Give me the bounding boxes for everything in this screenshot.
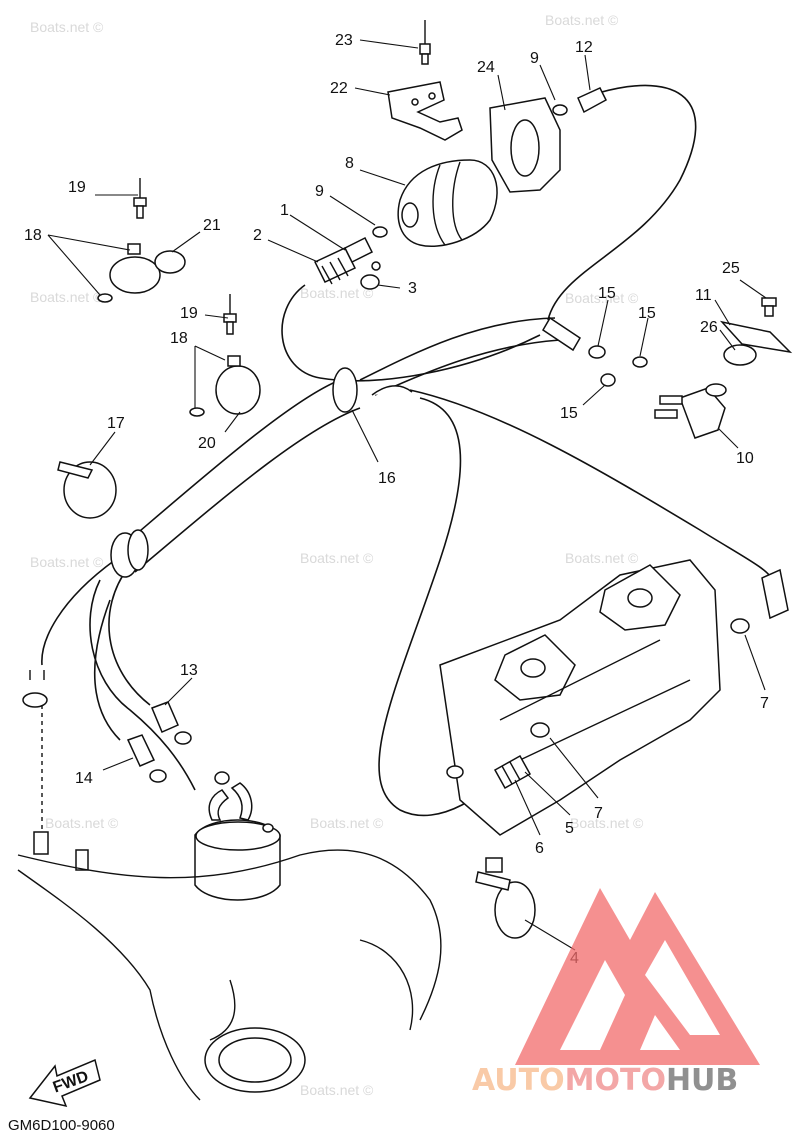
- fuel-cock-10: [654, 383, 727, 439]
- callout-3: 3: [408, 280, 417, 297]
- watermark: Boats.net ©: [300, 1082, 374, 1098]
- hose-clip-left: [22, 670, 48, 708]
- watermark: Boats.net ©: [570, 815, 644, 831]
- watermark: Boats.net ©: [300, 285, 374, 301]
- callout-18: 18: [170, 330, 188, 347]
- plate-11: [719, 320, 793, 354]
- logo-text-hub: HUB: [666, 1063, 738, 1098]
- hose-13: [151, 701, 179, 733]
- clip-3: [360, 261, 381, 290]
- callout-7: 7: [760, 695, 769, 712]
- callout-5: 5: [565, 820, 574, 837]
- grommet-21: [154, 250, 186, 274]
- clips-pump-hoses: [149, 731, 230, 785]
- hose-lines: [41, 84, 773, 817]
- callout-15: 15: [598, 285, 616, 302]
- fuel-filter-8: [397, 159, 498, 247]
- callout-15: 15: [638, 305, 656, 322]
- callout-13: 13: [180, 662, 198, 679]
- joint-16: [332, 367, 413, 413]
- fittings-15: [541, 316, 648, 387]
- fuel-pump: [194, 782, 281, 901]
- callout-19: 19: [68, 179, 86, 196]
- watermark: Boats.net ©: [565, 550, 639, 566]
- hose-clip-9a: [372, 226, 388, 238]
- watermark: Boats.net ©: [30, 289, 104, 305]
- callout-26: 26: [700, 319, 718, 336]
- hose-right-7: [730, 568, 789, 634]
- callout-11: 11: [695, 287, 712, 304]
- hose-2: [313, 247, 357, 285]
- callout-7: 7: [594, 805, 603, 822]
- logo-text-moto: MOTO: [565, 1063, 666, 1098]
- watermark: Boats.net ©: [45, 815, 119, 831]
- callout-labels: 23 22 24 9 12 8 9 1 2 3 19 18 21 19 18 2…: [24, 32, 769, 967]
- watermark: Boats.net ©: [30, 19, 104, 35]
- part-code: GM6D100-9060: [8, 1117, 115, 1134]
- callout-10: 10: [736, 450, 754, 467]
- callout-25: 25: [722, 260, 740, 277]
- fwd-arrow: FWD: [28, 1058, 101, 1108]
- callout-18: 18: [24, 227, 42, 244]
- leader-lines: [47, 39, 767, 951]
- callout-19: 19: [180, 305, 198, 322]
- grommet-26: [723, 344, 757, 366]
- callout-15: 15: [560, 405, 578, 422]
- watermark-layer: Boats.net © Boats.net © Boats.net © Boat…: [30, 12, 644, 1098]
- watermark: Boats.net ©: [565, 290, 639, 306]
- bracket-24: [489, 97, 561, 193]
- clamp-18a: [97, 243, 161, 303]
- fuel-tank: [17, 849, 442, 1101]
- watermark: Boats.net ©: [300, 550, 374, 566]
- callout-17: 17: [107, 415, 125, 432]
- callout-6: 6: [535, 840, 544, 857]
- logo-mark-icon: [515, 888, 760, 1065]
- callout-9: 9: [315, 183, 324, 200]
- watermark: Boats.net ©: [310, 815, 384, 831]
- callout-16: 16: [378, 470, 396, 487]
- watermark: Boats.net ©: [30, 554, 104, 570]
- callout-20: 20: [198, 435, 216, 452]
- hose-clip-9b: [552, 104, 568, 116]
- tank-fitting-left: [33, 831, 89, 871]
- screw-19a: [133, 178, 147, 219]
- hose-1: [343, 236, 374, 264]
- hose-6: [493, 754, 532, 790]
- logo-text-auto: AUTO: [472, 1063, 565, 1098]
- screw-19b: [223, 294, 237, 335]
- logo-text: AUTOMOTOHUB: [472, 1063, 738, 1098]
- callout-1: 1: [280, 202, 289, 219]
- callout-14: 14: [75, 770, 93, 787]
- hose-14: [126, 734, 156, 767]
- bolt-23: [419, 20, 431, 65]
- callout-23: 23: [335, 32, 353, 49]
- callout-2: 2: [253, 227, 262, 244]
- clamp-18b: [189, 355, 261, 417]
- carburetor-assembly: [439, 559, 721, 836]
- breather-hose-end: [110, 529, 149, 578]
- callout-12: 12: [575, 39, 593, 56]
- callout-9: 9: [530, 50, 539, 67]
- band-4: [475, 857, 536, 939]
- callout-22: 22: [330, 80, 348, 97]
- callout-21: 21: [203, 217, 221, 234]
- watermark: Boats.net ©: [545, 12, 619, 28]
- band-17: [57, 461, 117, 519]
- hose-12: [577, 87, 607, 114]
- bracket-22: [387, 81, 463, 141]
- callout-24: 24: [477, 59, 495, 76]
- callout-8: 8: [345, 155, 354, 172]
- screw-25: [761, 297, 777, 317]
- automotohub-logo: AUTOMOTOHUB: [472, 888, 760, 1098]
